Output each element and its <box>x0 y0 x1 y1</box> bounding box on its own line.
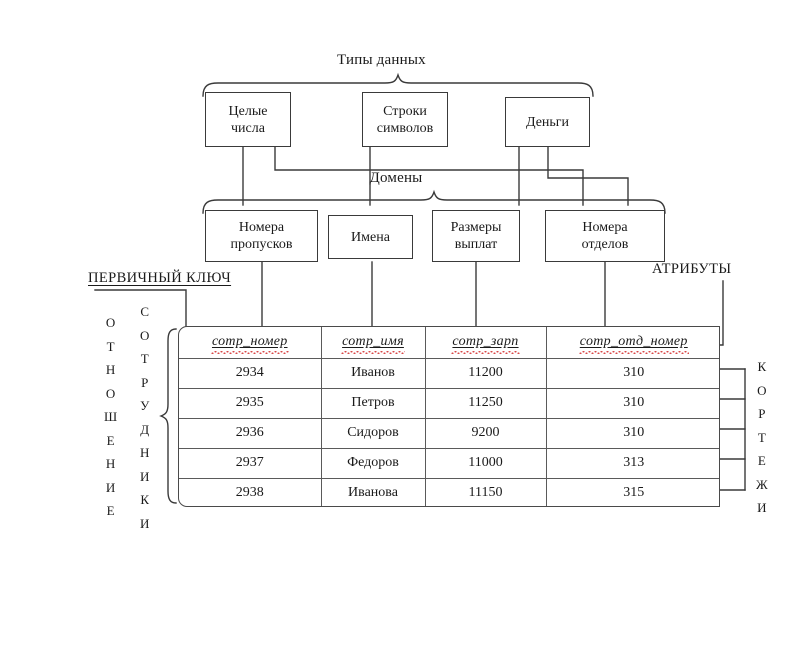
datatype-box-money-line1: Деньги <box>525 114 570 130</box>
datatype-box-integer: Целые числа <box>205 92 291 147</box>
entity-caption-letter: Н <box>140 445 150 460</box>
table-cell: 2936 <box>179 417 322 449</box>
table-cell: 2935 <box>179 387 322 419</box>
table-cell: 310 <box>545 417 719 449</box>
domain-box-dept-numbers: Номера отделов <box>545 210 665 262</box>
table-cell: 11250 <box>424 387 547 419</box>
table-cell: 310 <box>545 357 719 389</box>
domain-box-names-line1: Имена <box>351 229 390 245</box>
table-header-cell: сотр_отд_номер <box>545 327 719 359</box>
tuples-caption-letter: К <box>757 359 767 374</box>
brace-entity-rows <box>159 328 177 504</box>
table-row: 2937 Федоров 11000 313 <box>179 447 719 479</box>
table-cell: Иванов <box>320 357 426 389</box>
table-cell: 310 <box>545 387 719 419</box>
table-cell: Федоров <box>320 447 426 479</box>
table-cell: 2938 <box>179 477 322 506</box>
table-header-row: сотр_номер сотр_имя сотр_зарп сотр_отд_н… <box>179 327 719 359</box>
table-cell: Сидоров <box>320 417 426 449</box>
domain-box-dept-numbers-line1: Номера <box>582 220 628 235</box>
domain-box-pass-numbers-line2: пропусков <box>230 237 293 252</box>
link-primary-key-elbow <box>94 289 187 327</box>
table-row: 2938 Иванова 11150 315 <box>179 477 719 506</box>
entity-caption-letter: Д <box>140 421 150 437</box>
relation-caption-letter: Т <box>106 338 116 354</box>
brace-data-types <box>202 72 594 97</box>
tuples-caption-letter: Ж <box>756 476 769 492</box>
domain-box-pass-numbers: Номера пропусков <box>205 210 318 262</box>
datatype-box-integer-line2: числа <box>231 120 265 136</box>
table-row: 2934 Иванов 11200 310 <box>179 357 719 389</box>
table-cell: 315 <box>545 477 719 506</box>
link-money-elbow <box>547 146 629 206</box>
tuples-caption-letter: И <box>757 500 768 515</box>
entity-caption-letter: О <box>140 327 150 343</box>
entity-caption-letter: И <box>140 515 150 531</box>
domain-box-dept-numbers-line2: отделов <box>581 237 629 252</box>
table-body: 2934 Иванов 11200 310 2935 Петров 11250 … <box>179 357 719 506</box>
table-row: 2935 Петров 11250 310 <box>179 387 719 419</box>
relation-caption-letter: Е <box>106 432 116 448</box>
entity-caption-letter: Т <box>140 351 150 366</box>
domain-box-payment-amounts-line1: Размеры <box>450 220 502 235</box>
entity-caption-letter: К <box>140 492 150 507</box>
table-header-cell: сотр_номер <box>179 327 322 359</box>
column-header-label: сотр_отд_номер <box>578 334 689 355</box>
column-header-label: сотр_номер <box>210 334 289 355</box>
table-cell: Петров <box>320 387 426 419</box>
entity-caption-letter: У <box>140 398 150 413</box>
table-cell: 11150 <box>424 477 547 506</box>
datatype-box-integer-line1: Целые <box>228 103 268 119</box>
caption-domains: Домены <box>369 170 423 186</box>
domain-box-payment-amounts-line2: выплат <box>454 237 498 252</box>
table-cell: 2937 <box>179 447 322 479</box>
link-int-to-deptnum <box>274 146 584 206</box>
table-cell: 9200 <box>424 417 547 449</box>
caption-data-types: Типы данных <box>337 52 426 68</box>
entity-caption-letter: С <box>140 304 150 319</box>
relation-caption-letter: Н <box>105 362 116 377</box>
relation-table: сотр_номер сотр_имя сотр_зарп сотр_отд_н… <box>178 326 720 507</box>
entity-caption-letter: И <box>140 468 150 484</box>
table-cell: Иванова <box>320 477 426 506</box>
column-header-label: сотр_зарп <box>451 334 520 355</box>
relation-caption-letter: И <box>105 479 116 495</box>
brace-domains <box>202 189 666 214</box>
table-cell: 11000 <box>424 447 547 479</box>
relation-caption-letter: О <box>105 385 116 401</box>
table-row: 2936 Сидоров 9200 310 <box>179 417 719 449</box>
table-cell: 2934 <box>179 357 322 389</box>
entity-caption-letter: Р <box>141 374 149 390</box>
relation-caption-letter: Ш <box>104 409 118 424</box>
relation-caption-letter: О <box>105 315 116 330</box>
column-header-label: сотр_имя <box>341 334 405 355</box>
tuples-caption-letter: Е <box>757 453 767 468</box>
table-header-cell: сотр_зарп <box>424 327 547 359</box>
datatype-box-char-string-line2: символов <box>376 120 434 136</box>
table-cell: 313 <box>545 447 719 479</box>
relation-caption-letter: Е <box>106 503 116 518</box>
tuples-caption-letter: О <box>757 382 768 398</box>
domain-box-names: Имена <box>328 215 413 259</box>
domain-box-payment-amounts: Размеры выплат <box>432 210 520 262</box>
datatype-box-char-string-line1: Строки <box>383 103 427 119</box>
table-header-cell: сотр_имя <box>320 327 426 359</box>
domain-box-pass-numbers-line1: Номера <box>238 220 285 235</box>
datatype-box-money: Деньги <box>505 97 590 147</box>
caption-primary-key: ПЕРВИЧНЫЙ КЛЮЧ <box>88 270 232 286</box>
table-cell: 11200 <box>424 357 547 389</box>
relation-caption-letter: Н <box>105 456 116 471</box>
tuples-caption-letter: Т <box>757 429 767 445</box>
tuples-caption-letter: Р <box>758 406 766 421</box>
datatype-box-char-string: Строки символов <box>362 92 448 147</box>
caption-attributes: АТРИБУТЫ <box>652 261 732 277</box>
